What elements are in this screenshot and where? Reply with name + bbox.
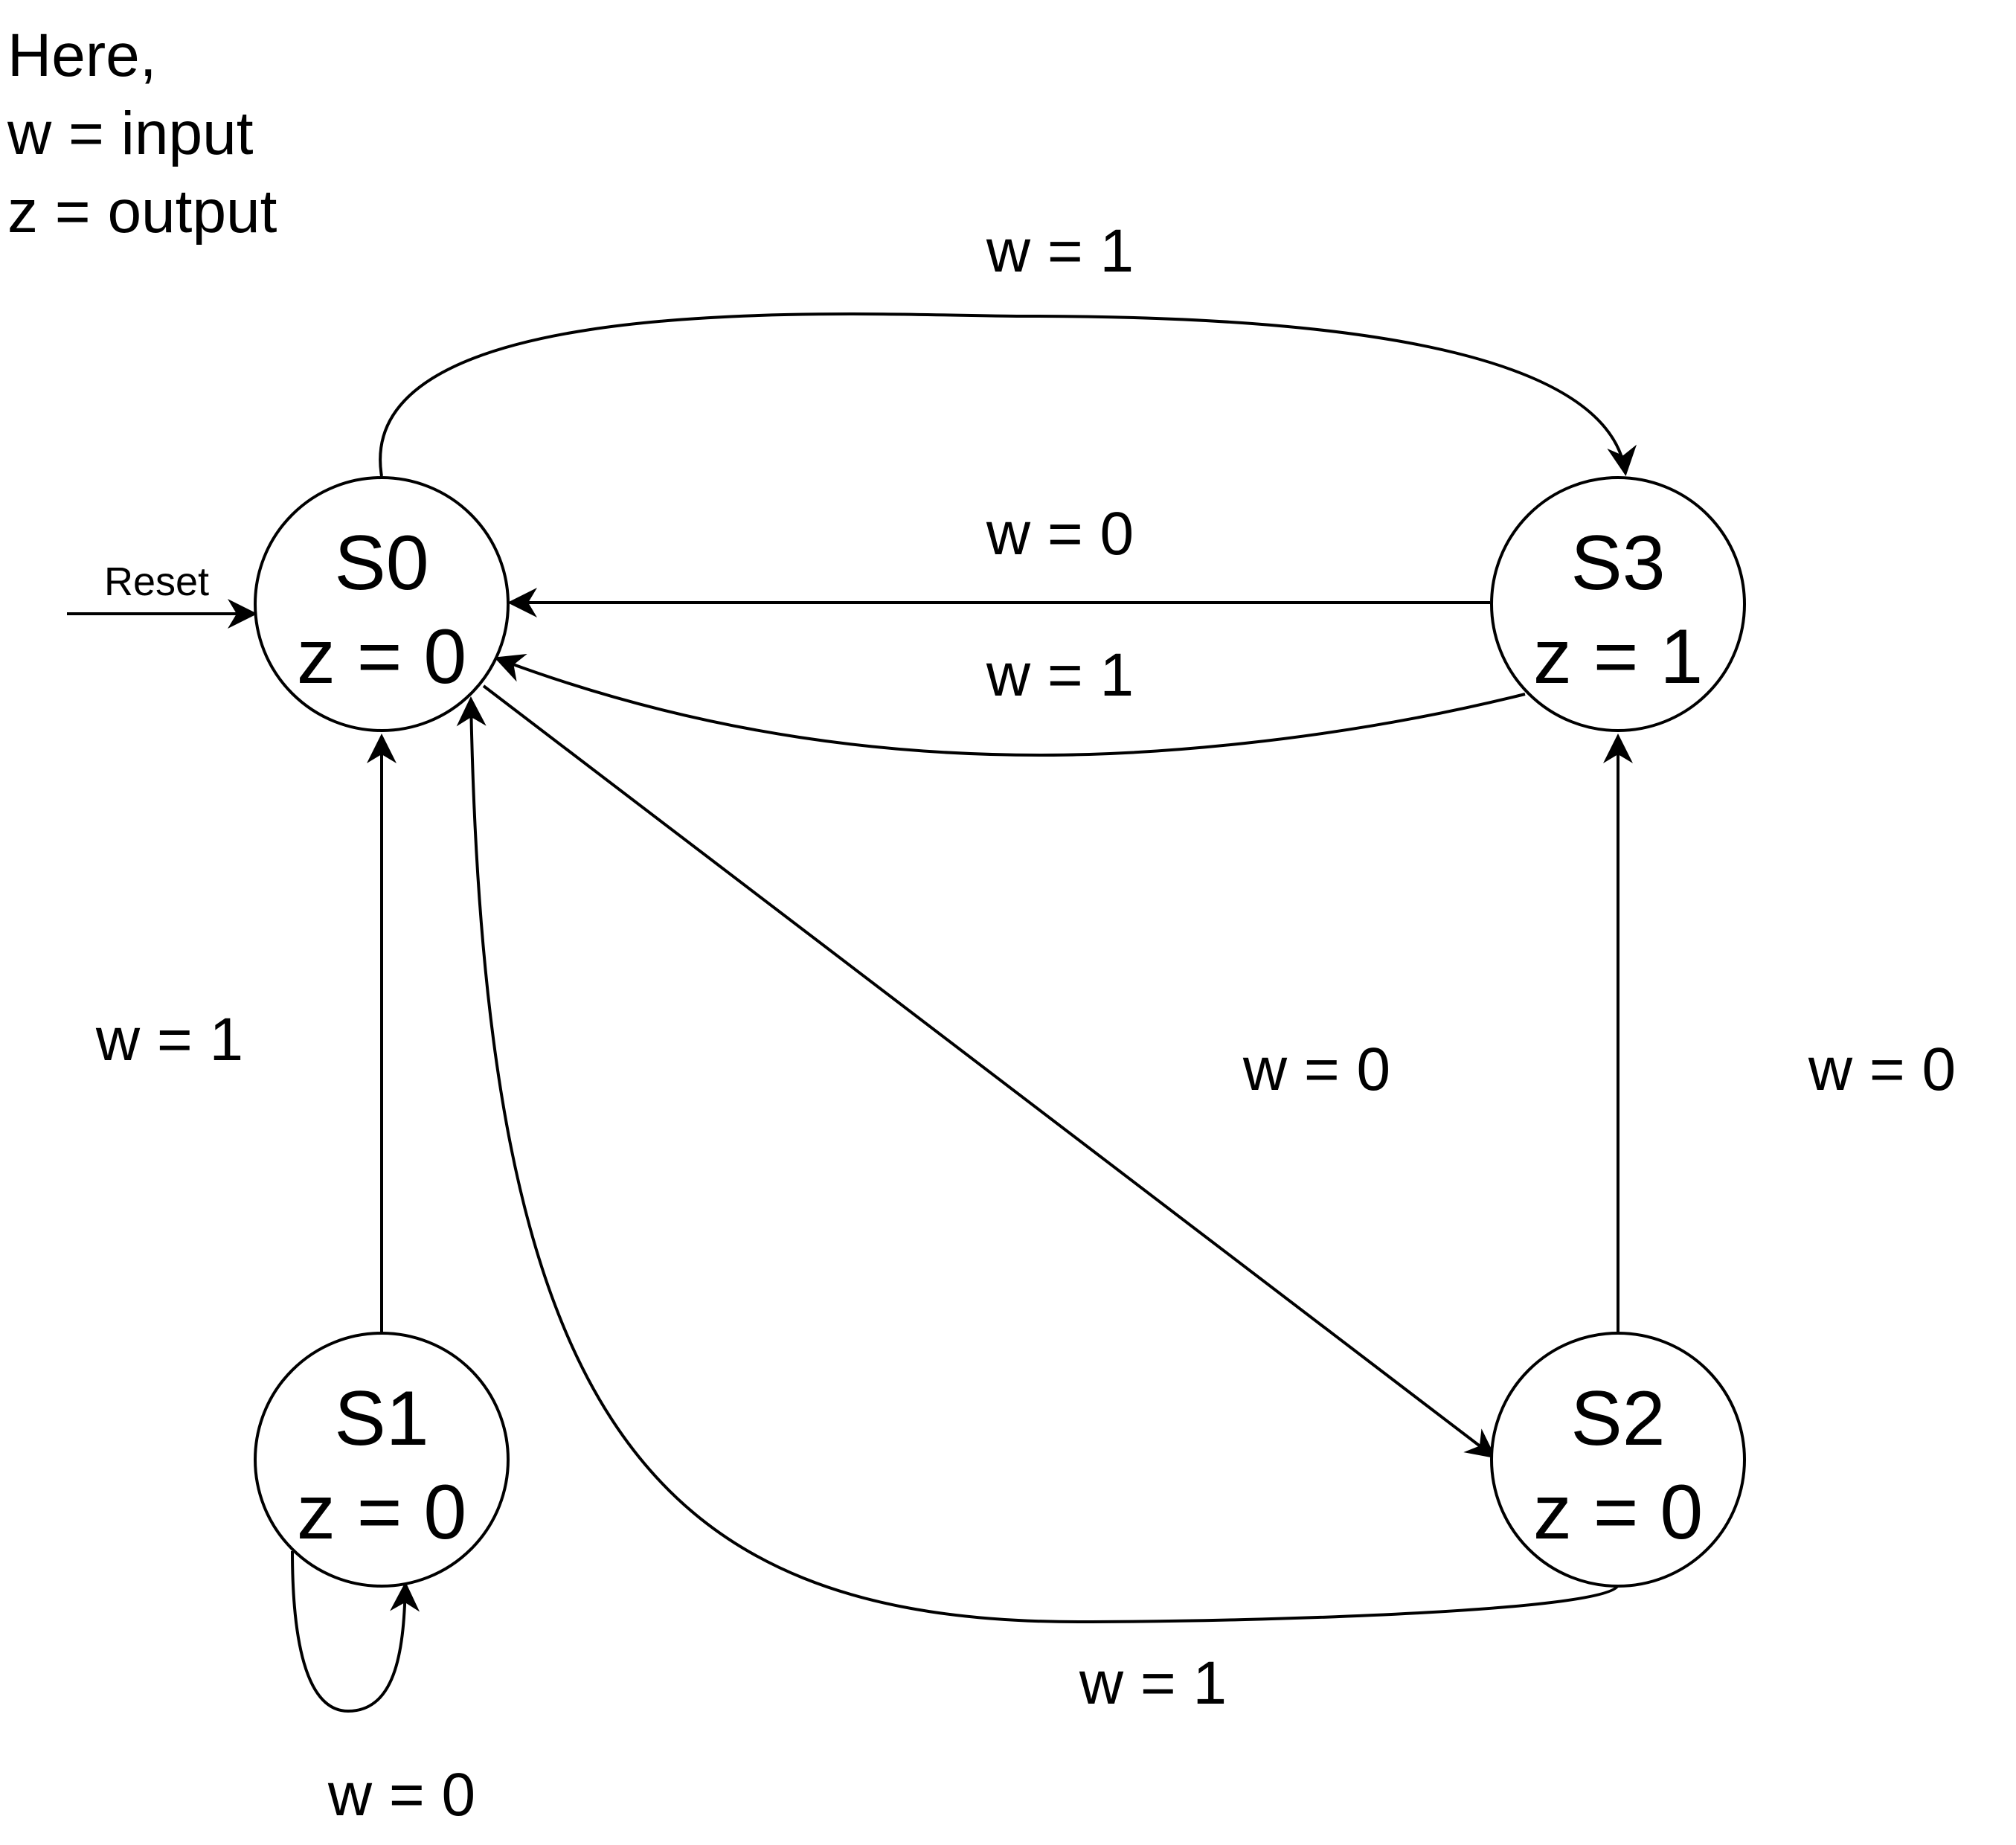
state-s1[interactable]: S1 z = 0: [254, 1332, 510, 1588]
label-s1-self-loop: w = 0: [327, 1761, 475, 1829]
state-s0[interactable]: S0 z = 0: [254, 476, 510, 732]
edge-s1-self-loop: [291, 1550, 420, 1713]
label-s3-to-s0-w1: w = 1: [986, 641, 1134, 709]
edge-s3-to-s0-w1: [494, 653, 1526, 757]
state-s2[interactable]: S2 z = 0: [1490, 1332, 1746, 1588]
state-s3[interactable]: S3 z = 1: [1490, 476, 1746, 732]
reset-label: Reset: [104, 559, 209, 604]
state-s2-output: z = 0: [1533, 1469, 1703, 1556]
label-s1-to-s0: w = 1: [95, 1006, 243, 1074]
state-s0-output: z = 0: [297, 614, 466, 700]
label-s0-to-s2: w = 0: [1242, 1036, 1390, 1103]
label-s0-to-s3: w = 1: [986, 217, 1134, 285]
state-s1-output: z = 0: [297, 1469, 466, 1556]
legend-line-here: Here,: [7, 22, 157, 89]
state-s1-name: S1: [334, 1376, 428, 1462]
state-s2-name: S2: [1570, 1376, 1665, 1462]
state-s0-name: S0: [334, 520, 428, 606]
label-s2-to-s0: w = 1: [1079, 1649, 1227, 1717]
label-s3-to-s0-w0: w = 0: [986, 500, 1134, 568]
state-s3-name: S3: [1570, 520, 1665, 606]
edge-s0-to-s3: [379, 312, 1637, 477]
edge-s2-to-s0: [456, 696, 1619, 1624]
label-s2-to-s3: w = 0: [1808, 1036, 1956, 1103]
legend-line-output: z = output: [7, 178, 277, 246]
state-s3-output: z = 1: [1533, 614, 1703, 700]
edge-s0-to-s2: [482, 684, 1497, 1459]
legend-line-input: w = input: [7, 100, 254, 167]
